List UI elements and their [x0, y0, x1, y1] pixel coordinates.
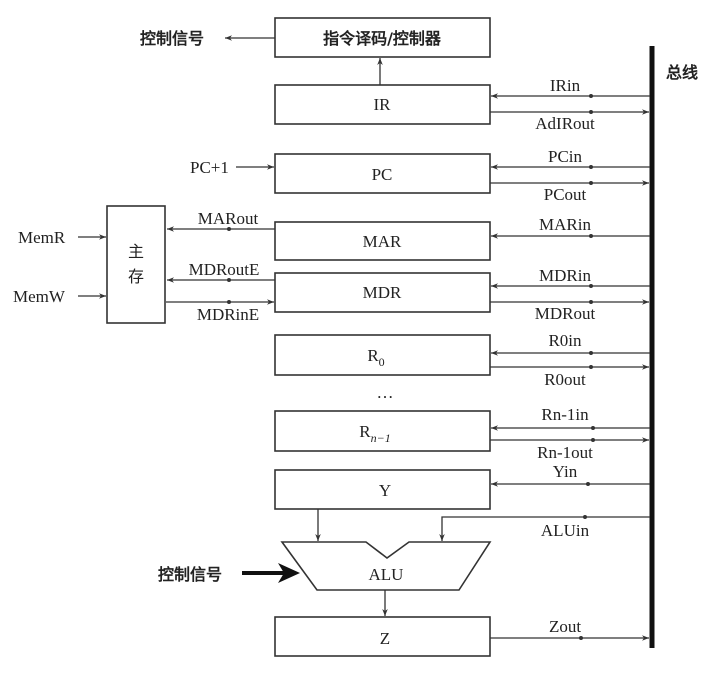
signal-memr: MemR	[18, 228, 66, 247]
main-memory: 主 存 MemR MemW	[13, 205, 166, 324]
signal-pcout: PCout	[544, 185, 587, 204]
svg-text:IR: IR	[374, 95, 392, 114]
signal-pc-plus-1: PC+1	[190, 158, 229, 177]
svg-text:ALU: ALU	[369, 565, 404, 584]
signal-irin: IRin	[550, 76, 581, 95]
register-mar: MAR MARin MARout	[167, 209, 650, 261]
register-rn-1: Rn−1 Rn-1in Rn-1out	[274, 405, 650, 462]
control-signal-label: 控制信号	[140, 29, 204, 48]
alu-control-signal-label: 控制信号	[158, 565, 222, 584]
signal-marin: MARin	[539, 215, 591, 234]
svg-text:PC: PC	[372, 165, 393, 184]
signal-mdrine: MDRinE	[197, 305, 259, 324]
signal-memw: MemW	[13, 287, 66, 306]
register-pc: PC PCin PCout PC+1	[190, 147, 650, 204]
signal-r0out: R0out	[544, 370, 586, 389]
signal-mdroute: MDRoutE	[189, 260, 260, 279]
signal-rn-1out: Rn-1out	[537, 443, 593, 462]
alu: ALUin ALU 控制信号	[158, 515, 650, 616]
svg-text:MDR: MDR	[363, 283, 402, 302]
register-mdr: MDR MDRin MDRout MDRoutE MDRinE	[166, 260, 650, 324]
svg-text:R0: R0	[367, 346, 384, 369]
register-z: Z Zout	[274, 616, 649, 657]
signal-r0in: R0in	[548, 331, 582, 350]
signal-aluin: ALUin	[541, 521, 590, 540]
register-y: Y Yin	[274, 462, 650, 541]
ellipsis: …	[377, 383, 394, 402]
signal-adirout: AdIRout	[535, 114, 595, 133]
svg-text:Z: Z	[380, 629, 390, 648]
controller-label: 指令译码/控制器	[323, 29, 442, 48]
signal-zout: Zout	[549, 617, 581, 636]
signal-pcin: PCin	[548, 147, 583, 166]
signal-rn-1in: Rn-1in	[541, 405, 589, 424]
controller-box	[274, 17, 491, 58]
svg-text:存: 存	[128, 267, 144, 286]
svg-text:Rn−1: Rn−1	[359, 422, 390, 445]
svg-text:Y: Y	[379, 481, 391, 500]
register-ir: IR IRin AdIRout	[274, 76, 650, 133]
register-r0: R0 R0in R0out	[274, 331, 650, 389]
signal-mdrout: MDRout	[535, 304, 596, 323]
svg-text:主: 主	[128, 242, 144, 261]
svg-text:MAR: MAR	[363, 232, 402, 251]
signal-marout: MARout	[198, 209, 259, 228]
bus-label: 总线	[666, 63, 698, 82]
signal-yin: Yin	[553, 462, 578, 481]
signal-mdrin: MDRin	[539, 266, 591, 285]
